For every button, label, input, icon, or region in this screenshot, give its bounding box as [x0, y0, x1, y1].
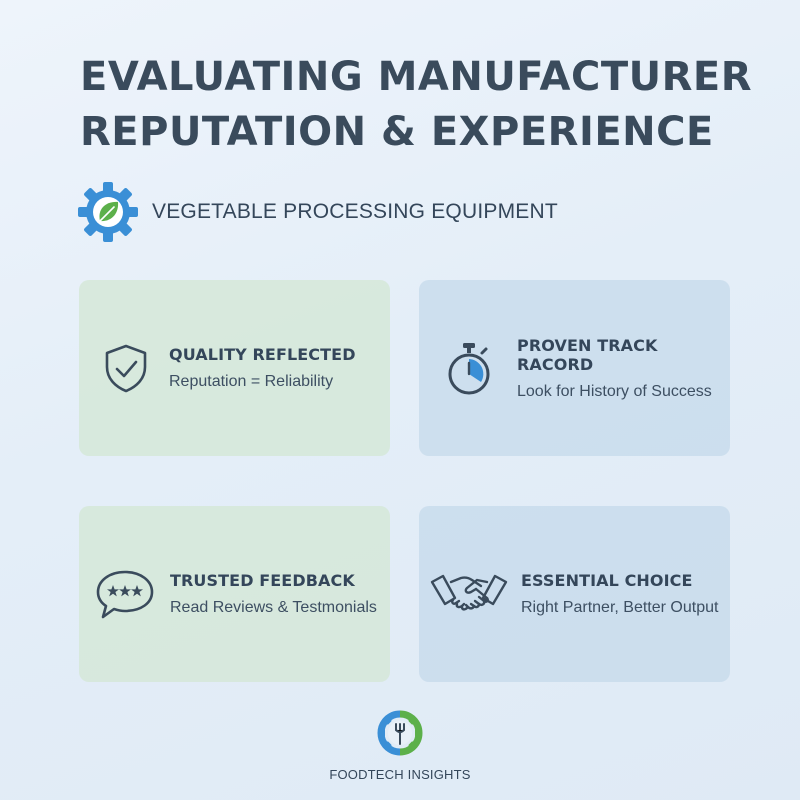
card-description: Look for History of Success: [517, 382, 712, 400]
subtitle-row: VEGETABLE PROCESSING EQUIPMENT: [76, 180, 558, 244]
card-description: Right Partner, Better Output: [521, 599, 719, 616]
card-description: Read Reviews & Testmonials: [170, 599, 377, 616]
gear-fork-icon: [376, 710, 424, 761]
page-title-line-2: REPUTATION & EXPERIENCE: [80, 109, 714, 155]
handshake-icon: [429, 568, 509, 620]
footer-brand: FOODTECH INSIGHTS: [0, 710, 800, 782]
page-title-line-1: EVALUATING MANUFACTURER: [80, 54, 753, 100]
card-essential-choice: ESSENTIAL CHOICE Right Partner, Better O…: [419, 506, 730, 682]
stopwatch-icon: [439, 338, 499, 398]
card-title: PROVEN TRACK RACORD: [517, 335, 658, 374]
shield-check-icon: [101, 342, 151, 394]
card-quality-reflected: QUALITY REFLECTED Reputation = Reliabili…: [79, 280, 390, 456]
card-description: Reputation = Reliability: [169, 373, 334, 390]
footer-label: FOODTECH INSIGHTS: [329, 767, 471, 782]
subtitle: VEGETABLE PROCESSING EQUIPMENT: [152, 200, 558, 223]
card-proven-track-record: PROVEN TRACK RACORD Look for History of …: [419, 280, 730, 456]
card-title: QUALITY REFLECTED: [169, 345, 356, 364]
gear-leaf-icon: [76, 180, 140, 244]
card-title: ESSENTIAL CHOICE: [521, 571, 693, 590]
page-title: EVALUATING MANUFACTURER REPUTATION & EXP…: [80, 50, 752, 160]
speech-bubble-stars-icon: [94, 566, 156, 622]
card-trusted-feedback: TRUSTED FEEDBACK Read Reviews & Testmoni…: [79, 506, 390, 682]
card-title: TRUSTED FEEDBACK: [170, 571, 355, 590]
